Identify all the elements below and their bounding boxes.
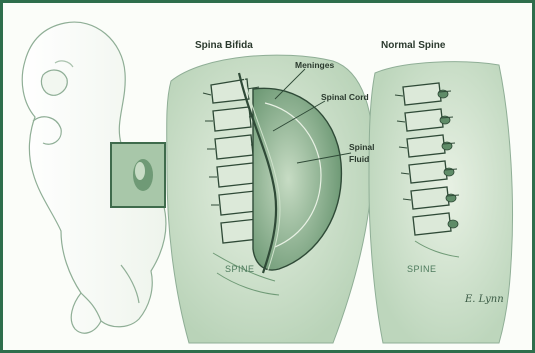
spine-caption-left: SPINE [225, 265, 255, 274]
meninges-label: Meninges [295, 61, 334, 70]
spinal-fluid-label-line2: Fluid [349, 155, 369, 164]
illustration [3, 3, 532, 350]
spinal-cord-label: Spinal Cord [321, 93, 369, 102]
spinal-fluid-label-line1: Spinal [349, 143, 375, 152]
spine-caption-right: SPINE [407, 265, 437, 274]
spina-bifida-title: Spina Bifida [195, 41, 253, 51]
normal-spine-title: Normal Spine [381, 41, 445, 51]
artist-signature: E. Lynn [465, 295, 504, 305]
inset-box [111, 143, 165, 207]
